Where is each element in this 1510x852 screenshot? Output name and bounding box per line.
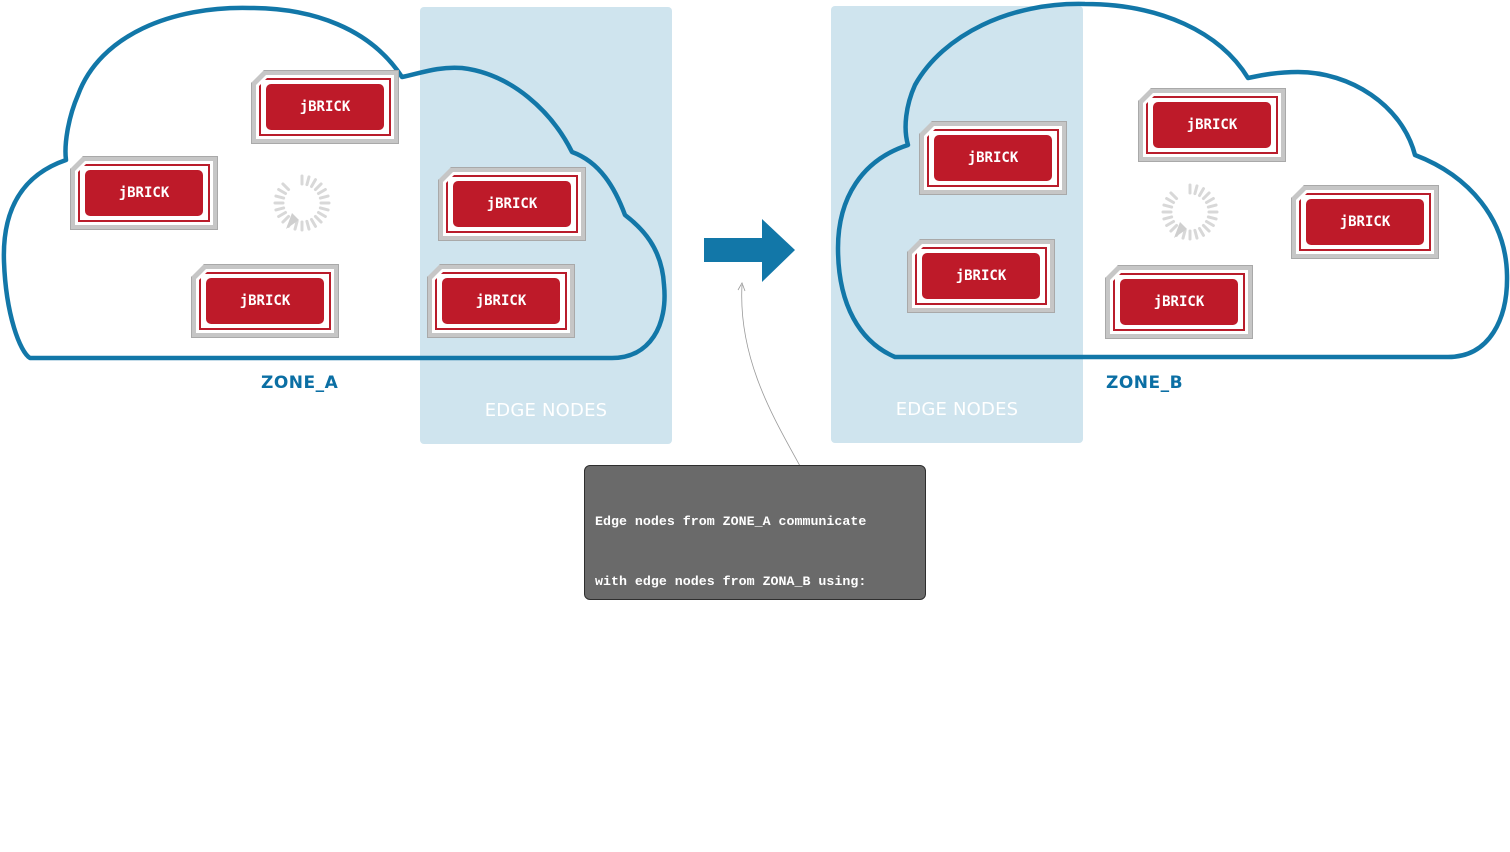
- jbrick-label: jBRICK: [453, 181, 571, 227]
- jbrick-node-zone-b-1: jBRICK: [1138, 88, 1286, 162]
- note-line: - INFORMATION_PORT (tcp/9097): [595, 694, 827, 709]
- note-line: with edge nodes from ZONA_B using:: [595, 574, 867, 589]
- connector-line: [741, 284, 801, 467]
- refresh-icon: [273, 174, 331, 232]
- edge-nodes-label-zone-a: EDGE NODES: [484, 400, 608, 421]
- jbrick-label: jBRICK: [1120, 279, 1238, 325]
- connector-arrowhead: [737, 282, 746, 292]
- jbrick-label: jBRICK: [934, 135, 1052, 181]
- edge-nodes-panel-zone-b: EDGE NODES: [831, 6, 1083, 443]
- arrow-right-icon: [704, 219, 795, 282]
- jbrick-node-zone-a-3: jBRICK: [191, 264, 339, 338]
- jbrick-label: jBRICK: [442, 278, 560, 324]
- jbrick-label: jBRICK: [266, 84, 384, 130]
- jbrick-node-zone-b-2: jBRICK: [1291, 185, 1439, 259]
- jbrick-node-zone-a-1: jBRICK: [251, 70, 399, 144]
- jbrick-node-zone-b-3: jBRICK: [1105, 265, 1253, 339]
- jbrick-label: jBRICK: [85, 170, 203, 216]
- cloud-zone-a: [1, 5, 667, 361]
- communication-note: Edge nodes from ZONE_A communicate with …: [584, 465, 926, 829]
- cloud-zone-b: [835, 1, 1510, 360]
- refresh-icon: [1161, 183, 1219, 241]
- jbrick-edge-node-zone-a-2: jBRICK: [427, 264, 575, 338]
- note-line: - QUEUE (tcp/9095): [595, 814, 739, 829]
- diagram-canvas: [1, 1, 1510, 467]
- jbrick-edge-node-zone-b-2: jBRICK: [907, 239, 1055, 313]
- edge-nodes-label-zone-b: EDGE NODES: [895, 399, 1019, 420]
- note-line: - JLRMC (tcp/9090): [595, 754, 739, 769]
- zone-a-label: ZONE_A: [261, 373, 339, 393]
- zone-b-label: ZONE_B: [1106, 373, 1184, 393]
- jbrick-label: jBRICK: [1153, 102, 1271, 148]
- note-line: Edge nodes from ZONE_A communicate: [595, 514, 867, 529]
- jbrick-label: jBRICK: [1306, 199, 1424, 245]
- jbrick-edge-node-zone-b-1: jBRICK: [919, 121, 1067, 195]
- note-line: [595, 632, 925, 652]
- jbrick-label: jBRICK: [206, 278, 324, 324]
- jbrick-node-zone-a-2: jBRICK: [70, 156, 218, 230]
- jbrick-edge-node-zone-a-1: jBRICK: [438, 167, 586, 241]
- jbrick-label: jBRICK: [922, 253, 1040, 299]
